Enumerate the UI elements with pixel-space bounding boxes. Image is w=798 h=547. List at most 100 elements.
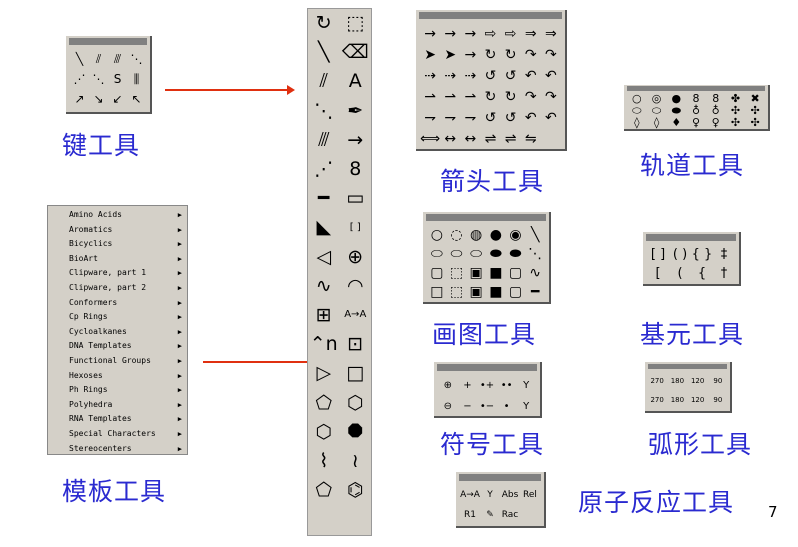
palette-tool[interactable]: 120 (690, 396, 705, 404)
template-menu-item[interactable]: Stereocenters▶ (48, 442, 187, 457)
palette-tool[interactable]: ⇁ (444, 109, 457, 126)
palette-tool[interactable]: ↷ (545, 46, 557, 63)
palette-tool[interactable]: → (424, 25, 436, 42)
palette-tool[interactable]: ⬭ (470, 245, 483, 262)
palette-tool[interactable]: ⬚ (449, 264, 464, 281)
palette-tool[interactable]: ● (671, 91, 682, 105)
palette-tool[interactable]: ♁ (711, 103, 720, 117)
palette-tool[interactable]: ↶ (524, 67, 537, 84)
hashed-bond-tool[interactable]: ⫻ (318, 128, 330, 151)
wedge-bond-tool[interactable]: ◣ (316, 216, 332, 239)
palette-tool[interactable]: ⬬ (489, 245, 502, 262)
palette-tool[interactable]: − (463, 400, 472, 412)
palette-tool[interactable]: † (720, 266, 728, 281)
text-tool[interactable]: A (348, 70, 362, 93)
pen-tool[interactable]: ✒ (347, 99, 364, 122)
palette-tool[interactable]: Abs (501, 489, 519, 500)
multiple-bond-tool[interactable]: ⫽ (319, 70, 328, 93)
palette-tool[interactable]: •• (500, 379, 513, 391)
palette-title-bar[interactable] (419, 12, 562, 19)
eraser-tool[interactable]: ⌫ (341, 41, 369, 64)
palette-tool[interactable]: → (464, 25, 477, 42)
palette-tool[interactable]: ↺ (504, 67, 517, 84)
palette-tool[interactable]: ↺ (484, 67, 497, 84)
palette-tool[interactable]: ↺ (484, 109, 497, 126)
palette-tool[interactable]: ⟺ (420, 130, 441, 147)
palette-tool[interactable]: 8 (712, 91, 720, 105)
palette-tool[interactable]: { } (691, 247, 713, 262)
palette-tool[interactable]: ↷ (524, 46, 537, 63)
orbital-tool[interactable]: 8 (349, 158, 362, 181)
template-menu-item[interactable]: Cycloalkanes▶ (48, 325, 187, 340)
bracket-tool[interactable]: [ ] (349, 221, 361, 233)
palette-tool[interactable]: R1 (464, 509, 476, 520)
palette-tool[interactable]: ♦ (671, 115, 682, 129)
template-menu-item[interactable]: Amino Acids▶ (48, 208, 187, 223)
palette-tool[interactable]: ✣ (750, 115, 760, 129)
palette-tool[interactable]: ⇒ (524, 25, 537, 42)
palette-tool[interactable]: ⇀ (444, 88, 457, 105)
palette-tool[interactable]: ♀ (691, 115, 701, 129)
cyclopentadiene-tool[interactable]: ⬠ (315, 479, 332, 502)
chair-2-tool[interactable]: ≀ (351, 449, 359, 472)
palette-tool[interactable]: Y (523, 379, 530, 391)
palette-tool[interactable]: ■ (489, 283, 503, 300)
palette-tool[interactable]: ⇀ (424, 88, 436, 105)
template-menu-item[interactable]: Hexoses▶ (48, 369, 187, 384)
template-menu-item[interactable]: Clipware, part 1▶ (48, 266, 187, 281)
palette-tool[interactable]: ⇌ (504, 130, 517, 147)
palette-tool[interactable]: ↻ (484, 46, 497, 63)
palette-tool[interactable]: ○ (430, 226, 443, 243)
palette-tool[interactable]: → (464, 46, 477, 63)
dashed-bond-tool[interactable]: ⋱ (314, 99, 334, 122)
palette-tool[interactable]: ↷ (524, 88, 537, 105)
template-menu-item[interactable]: Clipware, part 2▶ (48, 281, 187, 296)
palette-tool[interactable]: ⇢ (424, 67, 436, 84)
palette-tool[interactable]: ( (677, 266, 683, 281)
palette-tool[interactable]: ⊕ (443, 379, 452, 391)
palette-tool[interactable]: ↙ (112, 92, 123, 106)
palette-tool[interactable]: ✎ (486, 509, 494, 520)
palette-tool[interactable]: •+ (479, 379, 495, 391)
palette-tool[interactable]: ↺ (504, 109, 517, 126)
palette-tool[interactable]: ⬭ (632, 103, 642, 117)
cycloheptane-tool[interactable]: ⬡ (315, 420, 333, 443)
template-menu-item[interactable]: Aromatics▶ (48, 223, 187, 238)
palette-tool[interactable]: ♁ (691, 103, 701, 117)
palette-title-bar[interactable] (426, 214, 546, 221)
palette-tool[interactable]: ⇨ (504, 25, 517, 42)
palette-tool[interactable]: A→A (460, 489, 480, 500)
palette-tool[interactable]: ➤ (444, 46, 457, 63)
palette-tool[interactable]: ( ) (672, 247, 688, 262)
palette-tool[interactable]: ↶ (545, 67, 557, 84)
palette-tool[interactable]: ▣ (469, 264, 483, 281)
palette-tool[interactable]: ⬚ (449, 283, 464, 300)
palette-tool[interactable]: ▢ (508, 264, 523, 281)
palette-tool[interactable]: ⇒ (545, 25, 557, 42)
wavy-bond-tool[interactable]: ∿ (315, 274, 332, 297)
palette-tool[interactable]: ⇀ (464, 88, 477, 105)
palette-tool[interactable]: [ (655, 266, 661, 281)
hollow-wedge-tool[interactable]: ◁ (316, 245, 332, 268)
palette-title-bar[interactable] (646, 234, 736, 241)
palette-tool[interactable]: 270 (650, 396, 664, 404)
palette-tool[interactable]: ↖ (131, 92, 142, 106)
palette-tool[interactable]: ⋰ (73, 72, 86, 86)
cyclopentane-tool[interactable]: ⬠ (315, 391, 332, 414)
palette-tool[interactable]: ⇢ (444, 67, 457, 84)
palette-tool[interactable]: [ ] (650, 247, 666, 262)
palette-tool[interactable]: ╲ (75, 52, 84, 66)
palette-tool[interactable]: ⋱ (92, 72, 105, 86)
palette-tool[interactable]: { (697, 266, 707, 281)
palette-tool[interactable]: ◊ (634, 115, 640, 129)
palette-tool[interactable]: ∿ (529, 264, 542, 281)
palette-tool[interactable]: ⬭ (430, 245, 443, 262)
palette-tool[interactable]: •− (479, 400, 495, 412)
palette-tool[interactable]: 8 (692, 91, 700, 105)
palette-tool[interactable]: Y (523, 400, 530, 412)
palette-tool[interactable]: ‡ (720, 247, 728, 262)
palette-tool[interactable]: ↘ (93, 92, 104, 106)
palette-tool[interactable]: ↻ (504, 46, 517, 63)
palette-tool[interactable]: ◌ (450, 226, 463, 243)
palette-tool[interactable]: ● (489, 226, 502, 243)
